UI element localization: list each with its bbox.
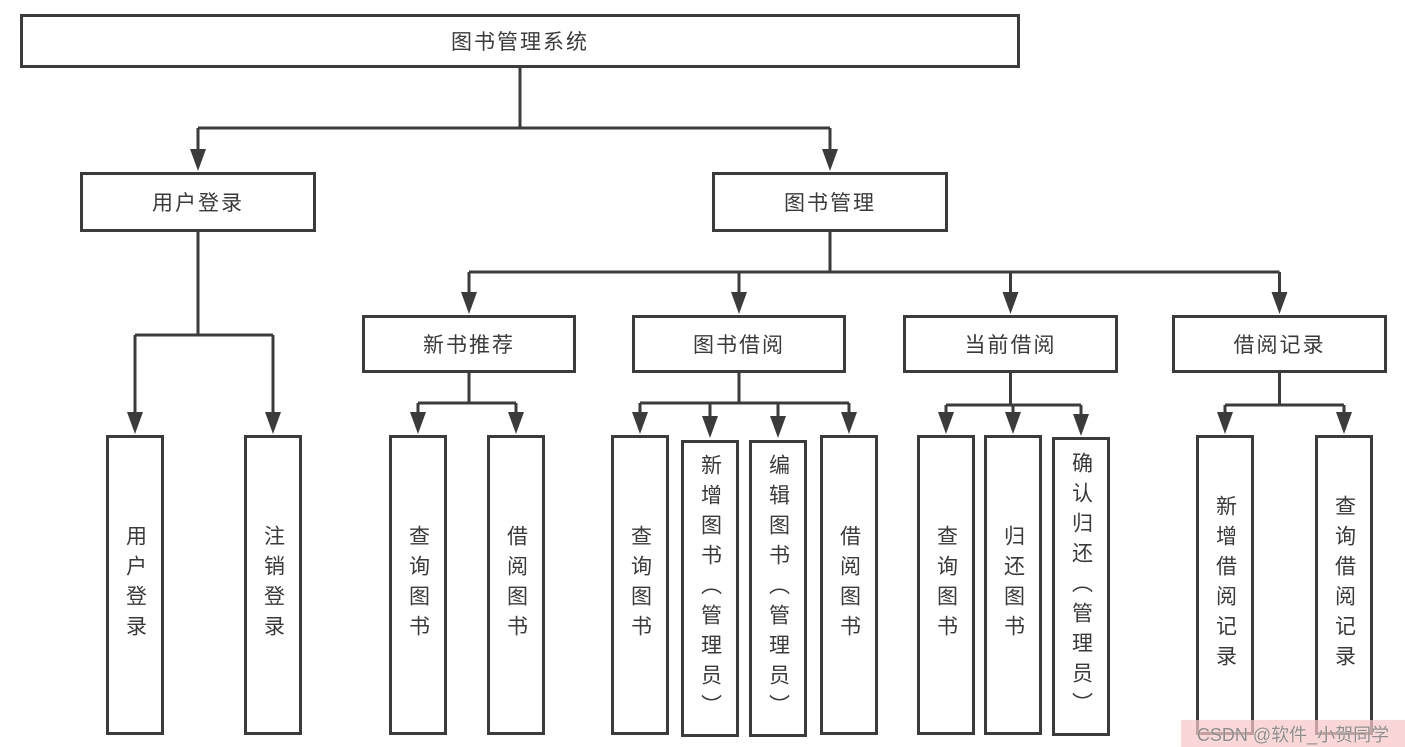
leaf-add-borrow-record: 新增借阅记录 <box>1196 435 1254 735</box>
leaf-logout: 注销登录 <box>244 435 302 735</box>
leaf-label: 查询借阅记录 <box>1332 495 1356 675</box>
arrowheads <box>127 149 1352 438</box>
node-user-login: 用户登录 <box>80 172 316 232</box>
leaf-add-books-admin: 新增图书（管理员） <box>681 440 739 737</box>
leaf-query-borrow-record: 查询借阅记录 <box>1315 435 1373 735</box>
connector-book-mgmt-children <box>467 232 1281 294</box>
leaf-label: 查询图书 <box>406 525 430 645</box>
leaf-label: 查询图书 <box>934 525 958 645</box>
leaf-edit-books-admin: 编辑图书（管理员） <box>749 440 807 737</box>
node-book-management-label: 图书管理 <box>784 192 876 215</box>
node-new-book-recommend: 新书推荐 <box>362 315 576 373</box>
node-book-management: 图书管理 <box>712 172 948 232</box>
node-book-borrowing: 图书借阅 <box>632 315 846 373</box>
csdn-watermark-text: CSDN @软件_小贺同学 <box>1196 724 1390 745</box>
node-root: 图书管理系统 <box>20 14 1020 68</box>
node-current-borrowing: 当前借阅 <box>903 315 1118 373</box>
node-root-label: 图书管理系统 <box>451 31 589 54</box>
leaf-label: 确认归还（管理员） <box>1069 451 1093 722</box>
connector-root-to-level2 <box>196 68 832 150</box>
leaf-query-books-borrowing: 查询图书 <box>611 435 669 735</box>
leaf-label: 注销登录 <box>261 525 285 645</box>
leaf-confirm-return-admin: 确认归还（管理员） <box>1052 437 1110 736</box>
leaf-label: 归还图书 <box>1001 525 1025 645</box>
connector-current-children <box>944 373 1083 416</box>
connector-records-children <box>1223 373 1346 414</box>
leaf-borrow-books-recommend: 借阅图书 <box>487 435 545 735</box>
node-new-book-recommend-label: 新书推荐 <box>423 334 515 357</box>
leaf-borrow-books: 借阅图书 <box>820 435 878 735</box>
leaf-label: 新增借阅记录 <box>1213 495 1237 675</box>
leaf-label: 借阅图书 <box>504 525 528 645</box>
leaf-label: 新增图书（管理员） <box>698 453 722 724</box>
node-borrowing-records: 借阅记录 <box>1172 315 1387 373</box>
node-current-borrowing-label: 当前借阅 <box>964 334 1057 357</box>
csdn-watermark: CSDN @软件_小贺同学 <box>1181 720 1405 747</box>
connector-user-login-children <box>133 232 275 414</box>
leaf-label: 编辑图书（管理员） <box>766 453 790 724</box>
connector-borrowing-children <box>638 373 851 418</box>
node-book-borrowing-label: 图书借阅 <box>693 334 785 357</box>
node-borrowing-records-label: 借阅记录 <box>1233 334 1326 357</box>
leaf-label: 借阅图书 <box>837 525 861 645</box>
leaf-return-books: 归还图书 <box>984 435 1042 735</box>
leaf-query-books-current: 查询图书 <box>917 435 975 735</box>
node-user-login-label: 用户登录 <box>152 192 244 215</box>
leaf-user-login: 用户登录 <box>106 435 164 735</box>
leaf-label: 用户登录 <box>123 525 147 645</box>
leaf-label: 查询图书 <box>628 525 652 645</box>
connector-new-book-children <box>416 373 518 414</box>
leaf-query-books-recommend: 查询图书 <box>389 435 447 735</box>
